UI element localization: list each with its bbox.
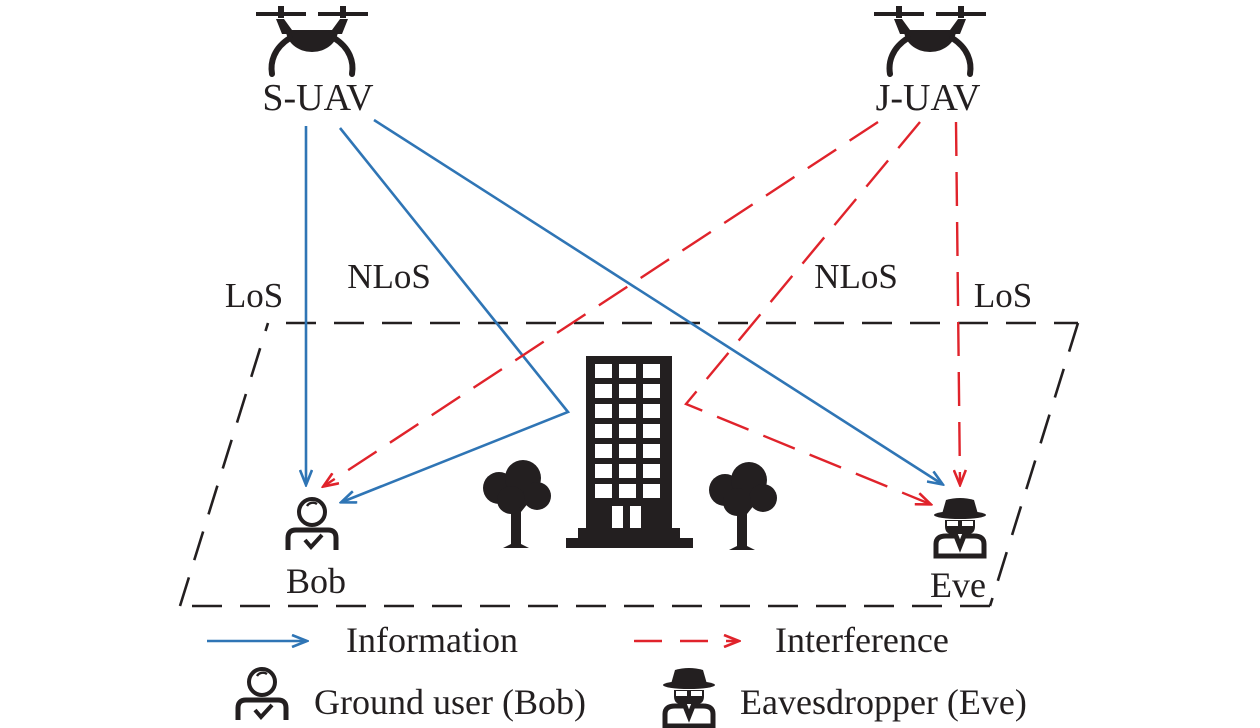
building-window — [595, 484, 612, 498]
s-uav-label: S-UAV — [262, 77, 374, 119]
tree-left-icon — [483, 460, 551, 548]
information-links — [306, 118, 942, 502]
j-uav-nlos-link — [684, 121, 930, 504]
s-uav-drone-icon — [256, 6, 368, 74]
legend-eavesdropper-icon — [663, 668, 715, 726]
j-nlos-label: NLoS — [814, 257, 898, 296]
building-window — [595, 404, 612, 418]
building-window — [643, 364, 660, 378]
building-window — [619, 484, 636, 498]
tree-right-icon — [709, 462, 777, 550]
j-uav-label: J-UAV — [876, 77, 981, 119]
s-uav-eve-link — [373, 118, 942, 484]
j-los-label: LoS — [974, 276, 1032, 315]
eve-label: Eve — [930, 565, 986, 605]
legend-eavesdropper-label: Eavesdropper (Eve) — [740, 682, 1027, 722]
legend-ground-user-label: Ground user (Bob) — [314, 682, 586, 722]
j-uav-drone-icon — [874, 6, 986, 74]
j-uav-bob-link — [324, 120, 879, 486]
building-window — [595, 384, 612, 398]
legend-information-label: Information — [346, 620, 518, 660]
building-window — [619, 424, 636, 438]
s-los-label: LoS — [225, 276, 283, 315]
building-window — [643, 444, 660, 458]
building-window — [643, 464, 660, 478]
bob-user-icon — [288, 499, 336, 550]
building-window — [643, 484, 660, 498]
building-window — [595, 424, 612, 438]
s-nlos-label: NLoS — [347, 257, 431, 296]
building-window — [643, 404, 660, 418]
j-uav-los-link — [956, 121, 960, 484]
building-window — [619, 364, 636, 378]
bob-label: Bob — [286, 561, 346, 601]
s-uav-nlos-link — [340, 127, 571, 502]
legend: Information Interference Ground user (Bo… — [207, 620, 1027, 726]
building-window — [595, 444, 612, 458]
building-icon — [566, 356, 693, 548]
ground-area-frame — [178, 321, 1080, 608]
building-window — [619, 464, 636, 478]
building-window — [643, 424, 660, 438]
building-window — [595, 464, 612, 478]
legend-interference-label: Interference — [775, 620, 949, 660]
eve-spy-icon — [934, 498, 986, 556]
building-window — [619, 444, 636, 458]
building-window — [643, 384, 660, 398]
building-window — [619, 404, 636, 418]
legend-ground-user-icon — [238, 669, 286, 720]
building-window — [595, 364, 612, 378]
interference-links — [324, 120, 960, 504]
building-window — [619, 384, 636, 398]
